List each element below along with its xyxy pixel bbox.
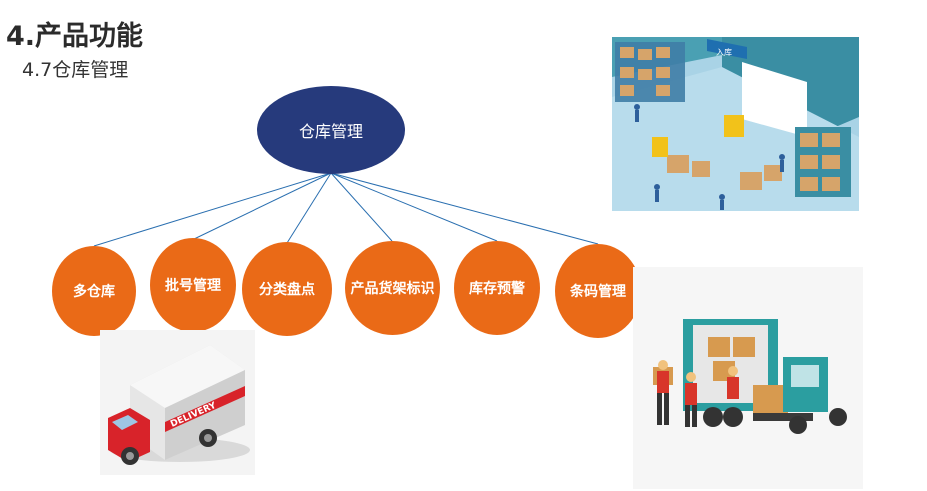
child-node-label: 多仓库 <box>73 284 115 300</box>
slide-subtitle: 4.7仓库管理 <box>22 59 129 81</box>
child-node: 条码管理 <box>555 244 641 338</box>
child-node-label: 分类盘点 <box>259 282 315 298</box>
delivery-truck-illustration: DELIVERY <box>100 330 255 475</box>
child-node-label: 批号管理 <box>165 278 221 294</box>
slide-title: 4.产品功能 <box>6 21 144 52</box>
child-node-label: 库存预警 <box>469 281 525 297</box>
child-node: 分类盘点 <box>242 242 332 336</box>
child-node: 批号管理 <box>150 238 236 332</box>
root-node: 仓库管理 <box>257 86 405 174</box>
child-node: 产品货架标识 <box>345 241 440 335</box>
warehouse-sign-text: 入库 <box>716 47 732 57</box>
connector-line <box>330 172 498 242</box>
connector-line <box>330 172 599 245</box>
loading-dock-illustration <box>633 267 863 489</box>
warehouse-illustration: 入库 <box>612 37 859 211</box>
child-node-label: 产品货架标识 <box>350 281 435 297</box>
child-node: 库存预警 <box>454 241 540 335</box>
connector-line <box>330 172 393 242</box>
connector-line <box>93 172 332 247</box>
child-node-label: 条码管理 <box>570 284 626 300</box>
root-node-label: 仓库管理 <box>298 122 363 141</box>
connector-line <box>191 172 332 241</box>
child-node: 多仓库 <box>52 246 136 336</box>
connector-line <box>286 172 332 244</box>
